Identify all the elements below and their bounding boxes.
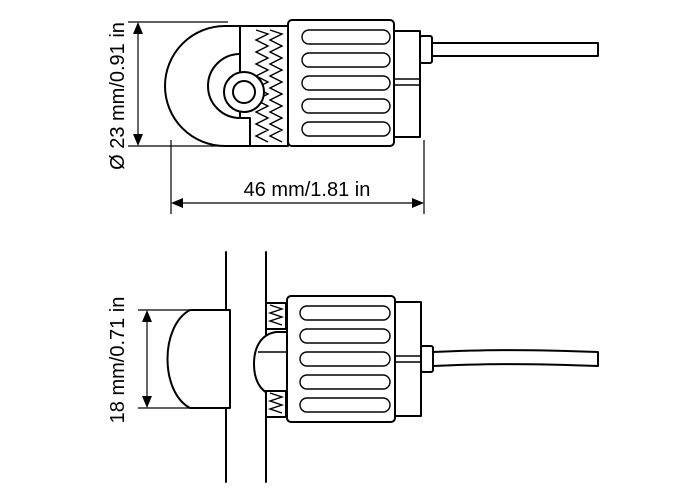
top-height-dimension: Ø 23 mm/0.91 in xyxy=(107,21,250,170)
top-height-label: Ø 23 mm/0.91 in xyxy=(107,22,129,170)
bottom-sensor-face xyxy=(166,309,231,409)
bottom-rear-housing xyxy=(394,301,422,417)
top-ribbed-nut xyxy=(287,19,395,147)
top-round-knob xyxy=(223,71,265,113)
bottom-thread-lower xyxy=(265,390,287,418)
bottom-thread-upper xyxy=(265,302,287,330)
bottom-sensor-dome xyxy=(253,331,289,397)
bottom-ribbed-nut xyxy=(286,295,396,423)
top-view: Ø 23 mm/0.91 in 46 mm/1.81 in xyxy=(107,19,599,214)
top-dome-head xyxy=(164,25,251,147)
bottom-cable xyxy=(432,349,599,367)
bottom-cable-collar xyxy=(420,345,434,373)
bottom-height-dimension: 18 mm/0.71 in xyxy=(107,297,196,424)
top-cable-collar xyxy=(419,35,433,64)
top-width-dimension: 46 mm/1.81 in xyxy=(170,140,425,214)
top-rear-housing xyxy=(393,30,421,138)
top-width-label: 46 mm/1.81 in xyxy=(244,179,371,201)
bottom-height-label: 18 mm/0.71 in xyxy=(107,297,129,424)
top-cable xyxy=(431,42,599,57)
bottom-view: 18 mm/0.71 in xyxy=(107,251,599,483)
